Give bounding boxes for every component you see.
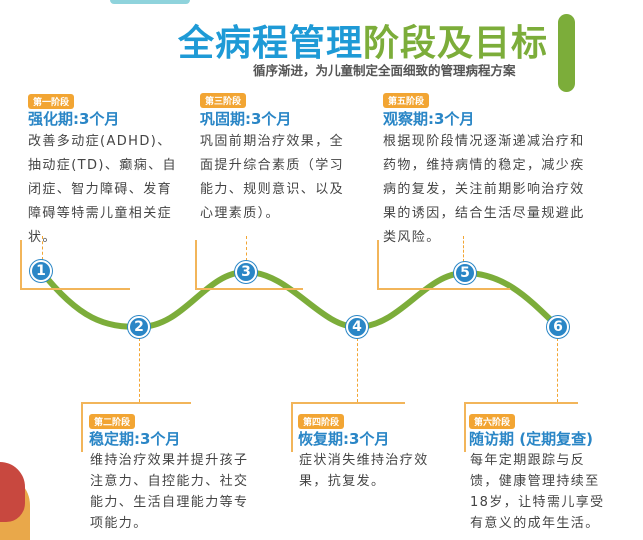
bracket-line — [291, 402, 293, 452]
stage-node-2: 2 — [128, 316, 150, 338]
stage-node-5: 5 — [454, 262, 476, 284]
bracket-line — [377, 288, 510, 290]
page-subtitle: 循序渐进，为儿童制定全面细致的管理病程方案 — [253, 63, 516, 78]
bracket-line — [464, 402, 578, 404]
stage-badge: 第六阶段 — [469, 414, 516, 429]
connector-dash — [246, 236, 247, 261]
bracket-line — [195, 288, 303, 290]
page-title: 全病程管理阶段及目标 — [178, 14, 548, 66]
stage-desc: 症状消失维持治疗效果，抗复发。 — [299, 453, 429, 489]
connector-dash — [557, 338, 558, 402]
connector-dash — [42, 236, 43, 260]
stage-title: 恢复期:3个月 — [298, 430, 390, 448]
stage-node-6: 6 — [547, 316, 569, 338]
stage-title: 强化期:3个月 — [28, 110, 120, 128]
stage-badge: 第二阶段 — [89, 414, 136, 429]
stage-badge: 第三阶段 — [200, 93, 247, 108]
bracket-line — [195, 240, 197, 290]
stage-node-1: 1 — [30, 260, 52, 282]
stage-title: 巩固期:3个月 — [200, 110, 292, 128]
connector-dash — [463, 236, 464, 262]
stage-badge: 第一阶段 — [28, 94, 75, 109]
title-blue: 全病程管理 — [178, 23, 364, 64]
stage-node-3: 3 — [235, 261, 257, 283]
decor-arc-top — [110, 0, 190, 4]
bracket-line — [81, 402, 191, 404]
stage-desc: 根据现阶段情况逐渐递减治疗和药物，维持病情的稳定，减少疾病的复发，关注前期影响治… — [383, 134, 585, 245]
connector-dash — [357, 338, 358, 402]
bracket-line — [377, 240, 379, 290]
bracket-line — [20, 288, 130, 290]
bracket-line — [20, 240, 22, 290]
decor-pill — [558, 14, 575, 92]
stage-desc: 每年定期跟踪与反馈，健康管理持续至18岁，让特需儿享受有意义的成年生活。 — [470, 453, 605, 531]
stage-desc: 巩固前期治疗效果，全面提升综合素质（学习能力、规则意识、以及心理素质）。 — [200, 134, 345, 221]
connector-dash — [139, 338, 140, 402]
stage-title: 稳定期:3个月 — [89, 430, 181, 448]
stage-title: 观察期:3个月 — [383, 110, 475, 128]
stage-desc: 改善多动症(ADHD)、抽动症(TD)、癫痫、自闭症、智力障碍、发育障碍等特需儿… — [28, 134, 177, 245]
stage-node-4: 4 — [346, 316, 368, 338]
stage-title: 随访期 (定期复查) — [469, 430, 593, 448]
stage-badge: 第四阶段 — [298, 414, 345, 429]
bracket-line — [464, 402, 466, 452]
stage-desc: 维持治疗效果并提升孩子注意力、自控能力、社交能力、生活自理能力等专项能力。 — [90, 453, 249, 531]
bracket-line — [81, 402, 83, 452]
title-green: 阶段及目标 — [363, 23, 549, 64]
stage-badge: 第五阶段 — [383, 93, 430, 108]
bracket-line — [291, 402, 405, 404]
